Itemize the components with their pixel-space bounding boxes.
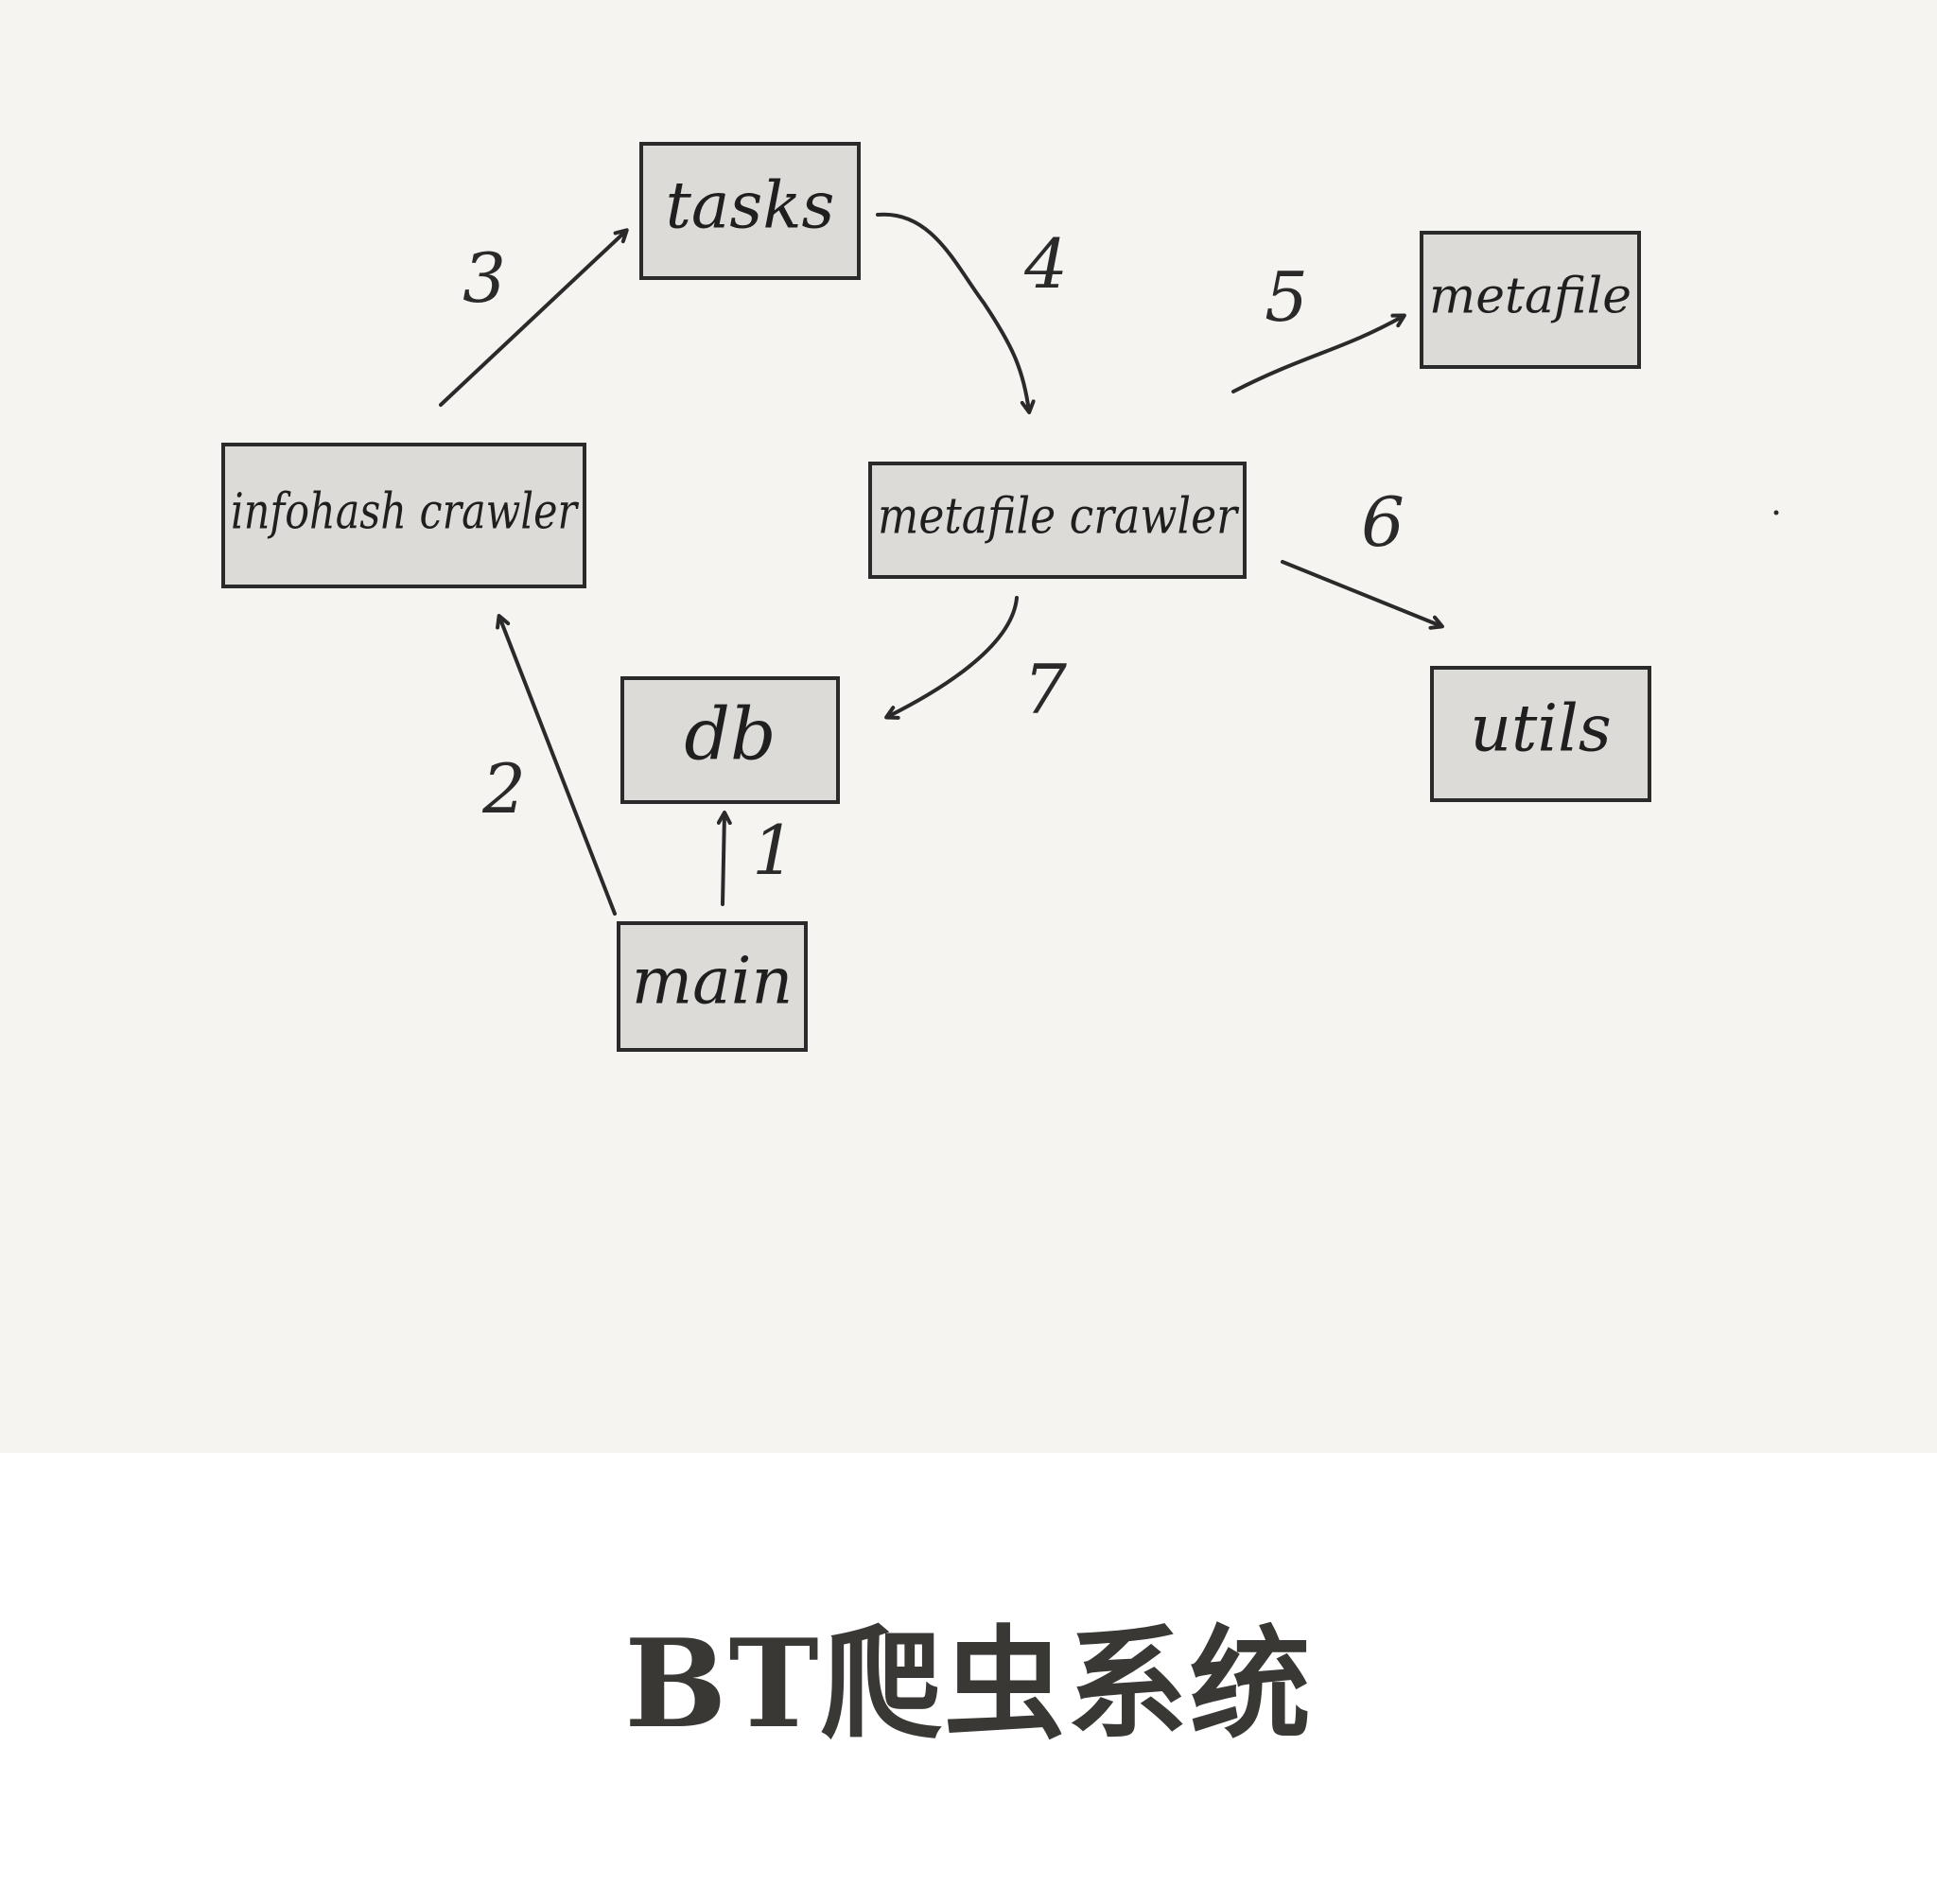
node-main: main — [617, 921, 808, 1052]
node-box — [617, 921, 808, 1052]
edge-step-label: 4 — [1023, 224, 1068, 304]
edge-arrow — [439, 228, 629, 407]
edge-metafile-crawler-to-db: 7 — [884, 596, 1067, 729]
edge-arrow — [1281, 560, 1444, 630]
edge-arrow — [884, 596, 1019, 720]
node-utils: utils — [1430, 666, 1651, 802]
diagram-caption: BT爬虫系统 — [624, 1614, 1313, 1756]
node-label: db — [684, 692, 776, 777]
node-label: main — [632, 945, 794, 1020]
node-box — [1420, 231, 1641, 369]
node-tasks: tasks — [639, 142, 861, 280]
node-metafile: metafile — [1420, 231, 1641, 369]
edge-step-label: 6 — [1361, 482, 1405, 562]
node-box — [221, 443, 586, 588]
edge-main-to-infohash-crawler: 2 — [481, 614, 617, 916]
edge-step-label: 2 — [481, 749, 526, 829]
edge-metafile-crawler-to-utils: 6 — [1281, 482, 1444, 630]
diagram-canvas: 1 2 3 4 5 6 7 tasks infohash crawler metafile cr… — [0, 0, 1937, 1453]
node-db: db — [620, 676, 840, 804]
node-label: tasks — [666, 169, 835, 244]
architecture-diagram: 1 2 3 4 5 6 7 tasks infohash crawler metafile cr… — [221, 142, 1779, 1052]
edge-metafile-crawler-to-metafile: 5 — [1231, 257, 1406, 393]
edge-arrow — [496, 614, 617, 916]
node-box — [639, 142, 861, 280]
stray-dot — [1773, 510, 1779, 515]
edge-arrow — [876, 212, 1036, 414]
edge-main-to-db: 1 — [716, 811, 795, 906]
edge-arrow — [1231, 313, 1406, 393]
node-label: metafile crawler — [878, 489, 1240, 546]
node-label: infohash crawler — [231, 484, 580, 541]
node-box — [1430, 666, 1651, 802]
caption-area: BT爬虫系统 — [0, 1453, 1937, 1904]
edge-tasks-to-metafile-crawler: 4 — [876, 212, 1068, 414]
edge-arrow — [716, 811, 732, 906]
edge-infohash-crawler-to-tasks: 3 — [439, 228, 629, 407]
edge-step-label: 3 — [462, 238, 506, 318]
edge-step-label: 5 — [1265, 257, 1308, 337]
node-label: metafile — [1429, 269, 1632, 325]
edge-step-label: 7 — [1023, 650, 1067, 729]
node-box — [868, 462, 1247, 579]
node-box — [620, 676, 840, 804]
node-infohash-crawler: infohash crawler — [221, 443, 586, 588]
node-metafile-crawler: metafile crawler — [868, 462, 1247, 579]
node-label: utils — [1470, 692, 1612, 767]
edge-step-label: 1 — [752, 811, 795, 890]
